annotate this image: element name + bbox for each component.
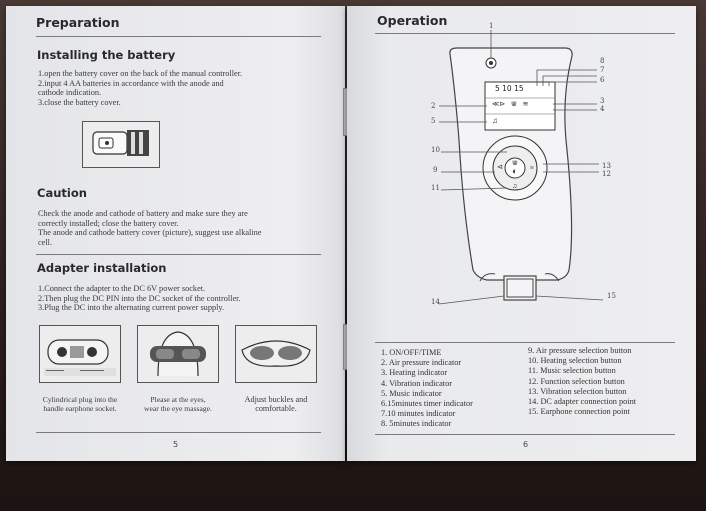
title-rule bbox=[375, 33, 675, 34]
legend-item: 2. Air pressure indicator bbox=[381, 358, 462, 368]
legend-item: 5. Music indicator bbox=[381, 388, 442, 398]
title-rule bbox=[36, 36, 321, 37]
caption-buckles: Adjust buckles and comfortable. bbox=[228, 395, 324, 413]
controller-plug-illustration bbox=[39, 325, 121, 383]
callout-number: 1 bbox=[489, 22, 494, 30]
callout-number: 3 bbox=[600, 97, 605, 105]
legend-item: 3. Heating indicator bbox=[381, 368, 448, 378]
callout-number: 7 bbox=[600, 66, 605, 74]
callout-number: 4 bbox=[600, 105, 605, 113]
caption-plug: Cylindrical plug into the handle earphon… bbox=[32, 395, 128, 413]
caution-text: Check the anode and cathode of battery a… bbox=[38, 209, 261, 247]
timer-readout: 5 10 15 bbox=[495, 84, 524, 93]
heating-icon: ⋓ bbox=[510, 100, 517, 108]
section-rule bbox=[375, 342, 675, 343]
footer-rule bbox=[36, 432, 321, 433]
legend-item: 10. Heating selection button bbox=[528, 356, 622, 366]
component-legend-left: 1. ON/OFF/TIME 2. Air pressure indicator… bbox=[381, 348, 473, 430]
battery-instructions: 1.open the battery cover on the back of … bbox=[38, 69, 242, 107]
dial-vibration-icon: ≡ bbox=[530, 164, 534, 172]
caution-line: correctly installed; close the battery c… bbox=[38, 218, 179, 228]
function-icon: ◐ bbox=[512, 166, 518, 176]
battery-illustration bbox=[82, 121, 160, 168]
battery-line: 3.close the battery cover. bbox=[38, 97, 121, 107]
page-title: Operation bbox=[377, 13, 448, 28]
page-number: 5 bbox=[173, 440, 179, 449]
buckle-illustration bbox=[235, 325, 317, 383]
right-page: Operation bbox=[347, 6, 696, 461]
callout-number: 12 bbox=[602, 170, 611, 178]
callout-number: 5 bbox=[431, 117, 436, 125]
caption-eyes: Please at the eyes, wear the eye massage… bbox=[130, 395, 226, 413]
left-page: Preparation Installing the battery 1.ope… bbox=[6, 6, 348, 461]
adapter-instructions: 1.Connect the adapter to the DC 6V power… bbox=[38, 284, 241, 313]
caption-line: wear the eye massage. bbox=[144, 404, 212, 413]
battery-heading: Installing the battery bbox=[37, 48, 176, 62]
callout-number: 11 bbox=[431, 184, 440, 192]
battery-compartment-icon bbox=[92, 130, 149, 156]
legend-item: 6.15minutes timer indicator bbox=[381, 399, 473, 409]
caption-line: Please at the eyes, bbox=[150, 395, 206, 404]
footer-rule bbox=[375, 434, 675, 435]
legend-item: 11. Music selection button bbox=[528, 366, 616, 376]
callout-number: 2 bbox=[431, 102, 436, 110]
indicator-icons: ≪⊳ ⋓ ≋ bbox=[492, 100, 528, 108]
vibration-icon: ≋ bbox=[522, 100, 529, 108]
legend-item: 9. Air pressure selection button bbox=[528, 346, 632, 355]
component-legend-right: 9. Air pressure selection button 10. Hea… bbox=[528, 346, 636, 417]
dial-air-pressure-icon: ⊲ bbox=[497, 163, 503, 171]
dial-music-icon: ♫ bbox=[512, 182, 518, 190]
callout-number: 13 bbox=[602, 162, 611, 170]
page-number: 6 bbox=[523, 440, 529, 449]
legend-item: 7.10 minutes indicator bbox=[381, 409, 456, 419]
caption-line: comfortable. bbox=[255, 404, 297, 413]
caution-line: Check the anode and cathode of battery a… bbox=[38, 209, 248, 218]
controller-diagram bbox=[438, 30, 604, 305]
callout-number: 8 bbox=[600, 57, 605, 65]
air-pressure-icon: ≪⊳ bbox=[492, 100, 506, 108]
legend-item: 12. Function selection button bbox=[528, 376, 625, 386]
caution-line: The anode and cathode battery cover (pic… bbox=[38, 228, 262, 238]
callout-number: 10 bbox=[431, 146, 440, 154]
adapter-line: 2.Then plug the DC PIN into the DC socke… bbox=[38, 293, 241, 303]
adapter-line: 3.Plug the DC into the alternating curre… bbox=[38, 303, 225, 313]
caption-line: Adjust buckles and bbox=[244, 395, 308, 404]
controller-icon bbox=[44, 339, 116, 376]
caution-heading: Caution bbox=[37, 186, 87, 200]
face-mask-icon bbox=[150, 331, 206, 377]
battery-line: 2.input 4 AA batteries in accordance wit… bbox=[38, 78, 224, 88]
caption-line: handle earphone socket. bbox=[43, 404, 117, 413]
legend-item: 4. Vibration indicator bbox=[381, 378, 453, 388]
legend-item: 1. ON/OFF/TIME bbox=[381, 348, 442, 357]
legend-item: 13. Vibration selection button bbox=[528, 386, 627, 396]
adapter-line: 1.Connect the adapter to the DC 6V power… bbox=[38, 284, 206, 293]
legend-item: 15. Earphone connection point bbox=[528, 407, 630, 417]
page-title: Preparation bbox=[36, 15, 120, 30]
legend-item: 8. 5minutes indicator bbox=[381, 419, 452, 429]
eye-wear-illustration bbox=[137, 325, 219, 383]
callout-number: 6 bbox=[600, 76, 605, 84]
eye-massager-icon bbox=[241, 340, 311, 367]
caption-line: Cylindrical plug into the bbox=[42, 395, 118, 404]
callout-number: 9 bbox=[433, 166, 438, 174]
section-rule bbox=[36, 254, 321, 255]
callout-number: 15 bbox=[607, 292, 616, 300]
battery-line: 1.open the battery cover on the back of … bbox=[38, 69, 243, 78]
dial-heating-icon: ⋓ bbox=[512, 159, 518, 167]
battery-line: cathode indication. bbox=[38, 88, 102, 98]
legend-item: 14. DC adapter connection point bbox=[528, 397, 637, 407]
music-icon: ♫ bbox=[492, 116, 498, 125]
caution-line: cell. bbox=[38, 237, 53, 247]
callout-number: 14 bbox=[431, 298, 440, 306]
adapter-heading: Adapter installation bbox=[37, 261, 167, 275]
